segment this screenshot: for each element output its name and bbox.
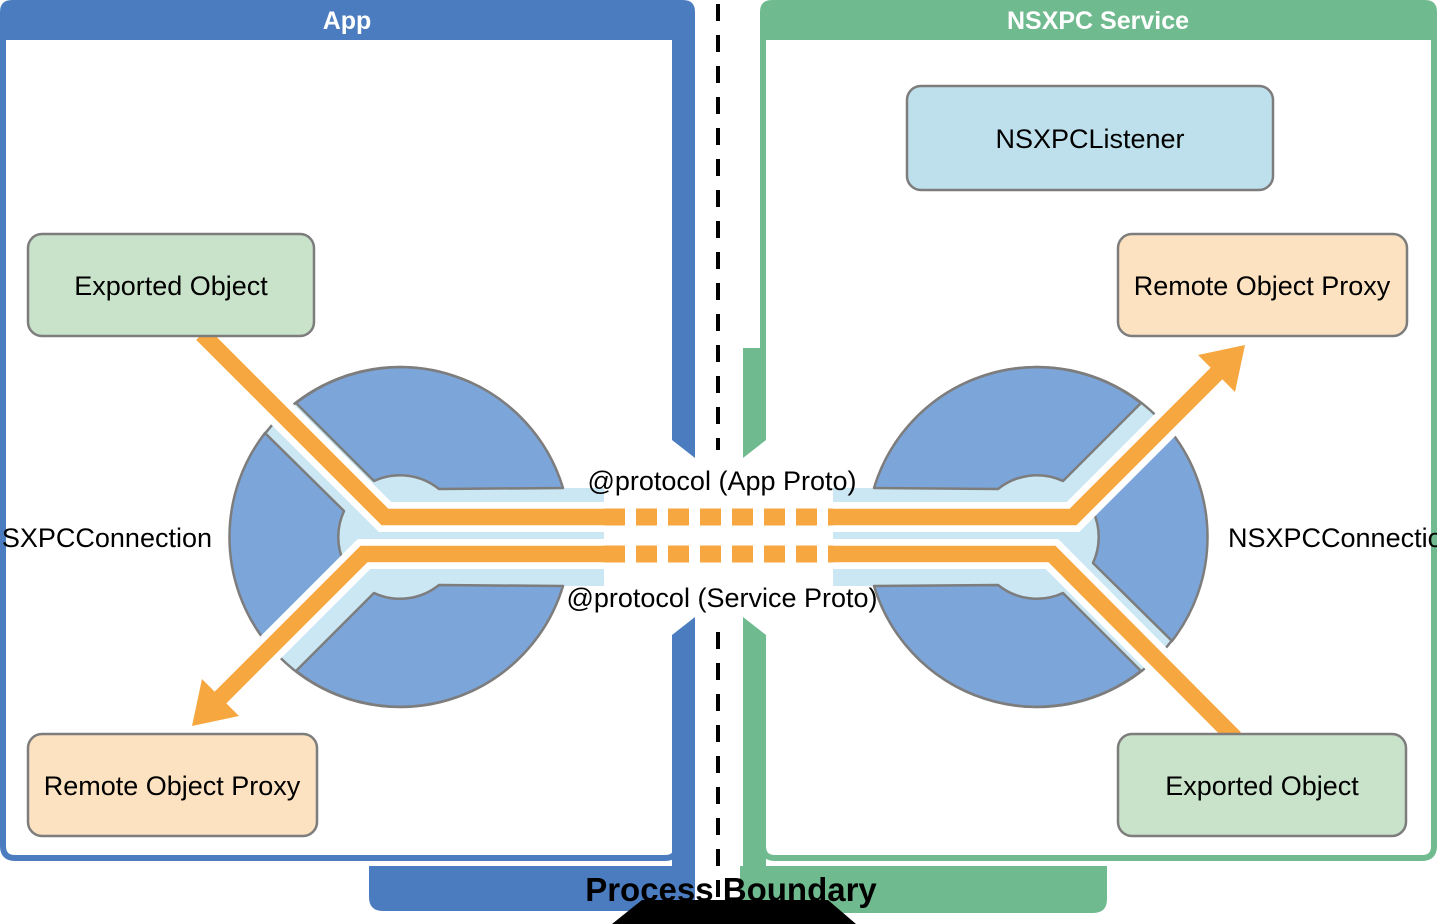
service-panel-bottom-tab [740, 866, 1107, 913]
route-bottom-right-line [833, 545, 1241, 744]
app-remote-object-proxy-box [26, 732, 319, 838]
service-exported-object-label: Exported Object [1165, 771, 1359, 801]
right-circle-top-wedge [872, 366, 1143, 491]
left-nsxpcconnection-label: NSXPCConnection [0, 523, 212, 553]
service-panel-header [760, 0, 1437, 40]
service-panel-title: NSXPC Service [1007, 7, 1189, 35]
app-protocol-label: @protocol (App Proto) [587, 466, 856, 496]
left-circle-top-wedge [294, 366, 565, 491]
boundary-label-cutoff-shape [612, 900, 856, 924]
app-panel-title: App [323, 7, 372, 35]
process-boundary-label: Process Boundary [585, 871, 877, 908]
left-circle-bottom-wedge [294, 583, 565, 708]
service-remote-object-proxy-box [1116, 232, 1409, 338]
route-top-right-line [833, 367, 1223, 526]
service-panel-left-strip-upper [743, 348, 766, 458]
service-remote-object-proxy-label: Remote Object Proxy [1134, 271, 1391, 301]
arrowhead-to-right-remote-object-proxy [1198, 345, 1245, 392]
right-circle-bottom-wedge [872, 583, 1143, 708]
route-bottom-left-line [214, 545, 604, 704]
service-panel-left-strip-lower [743, 617, 766, 866]
app-panel-right-strip-lower [672, 617, 695, 866]
arrowhead-to-left-remote-object-proxy [192, 679, 239, 726]
app-panel-header [0, 0, 695, 40]
right-nsxpcconnection-label: NSXPCConnection [1228, 523, 1437, 553]
app-panel-right-strip-upper [672, 38, 695, 458]
app-exported-object-label: Exported Object [74, 271, 268, 301]
service-nsxpclistener-box [905, 84, 1275, 192]
app-exported-object-box [26, 232, 316, 338]
service-protocol-label: @protocol (Service Proto) [566, 583, 877, 613]
app-panel-bottom-tab [369, 866, 695, 911]
service-nsxpclistener-label: NSXPCListener [995, 124, 1184, 154]
route-top-left-line [196, 328, 604, 526]
service-exported-object-box [1116, 732, 1408, 838]
app-remote-object-proxy-label: Remote Object Proxy [44, 771, 301, 801]
